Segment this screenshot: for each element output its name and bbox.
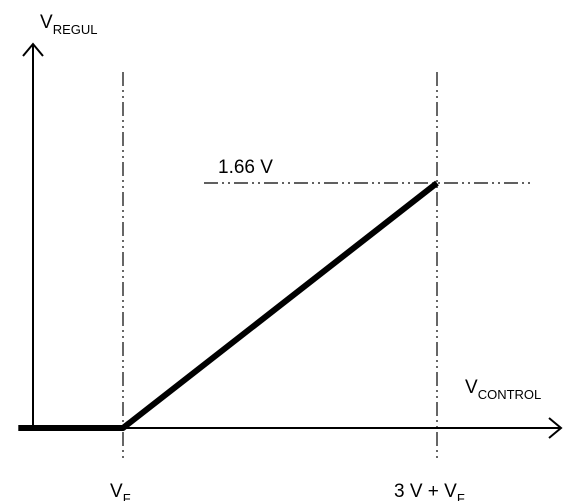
x-axis-arrowhead (548, 417, 563, 439)
y-marker-label-1-66v: 1.66 V (218, 157, 273, 178)
x-axis-label: VCONTROL (465, 377, 541, 402)
x-marker-label-vf: VF (110, 481, 131, 501)
y-axis-label: VREGUL (40, 12, 97, 37)
axes (22, 42, 563, 439)
series-line (18, 180, 439, 431)
y-axis-arrowhead (22, 42, 44, 57)
x-marker-label-3v-vf: 3 V + VF (394, 481, 465, 501)
guide-lines (122, 72, 530, 458)
